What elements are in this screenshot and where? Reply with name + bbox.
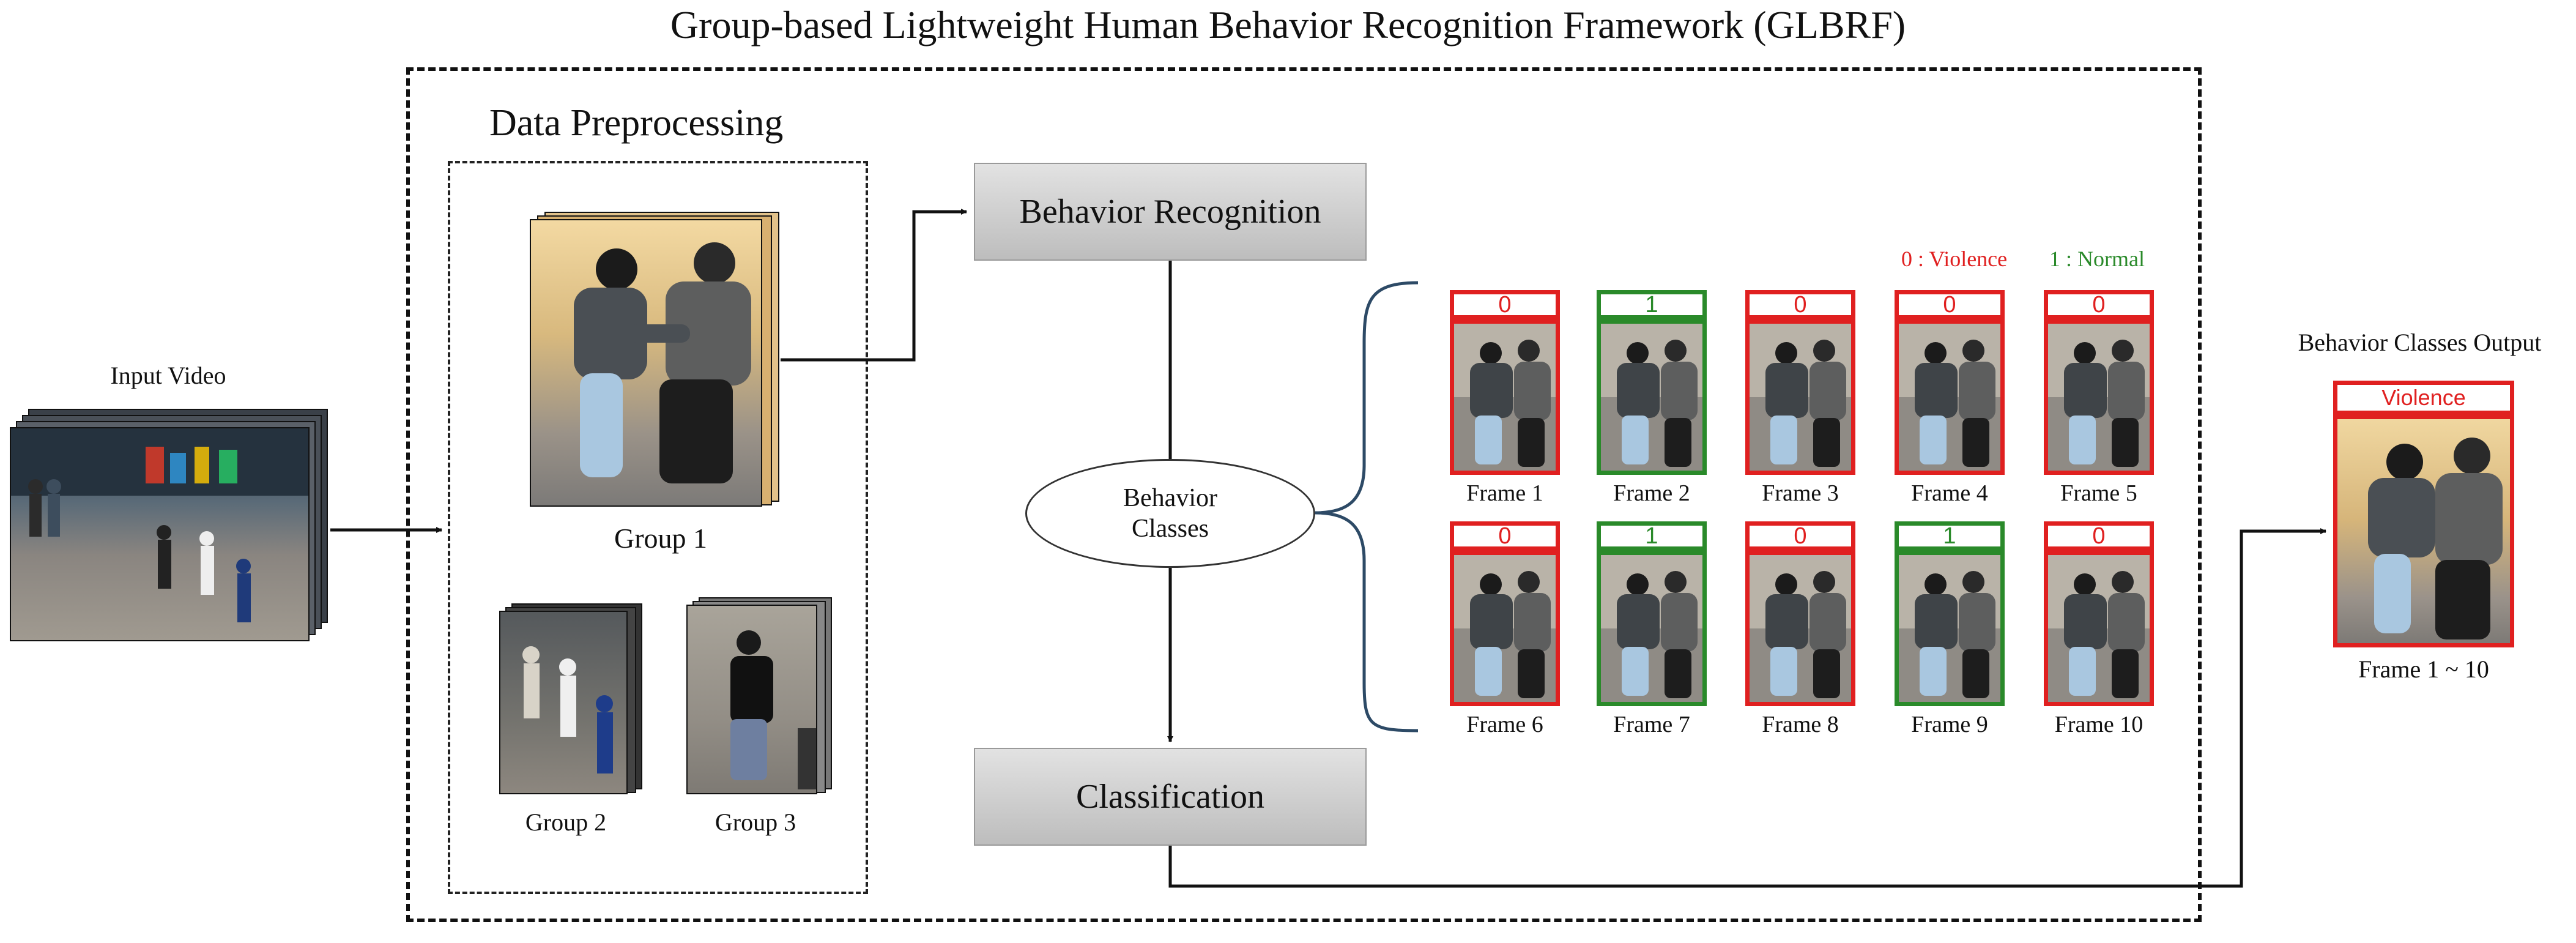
frame-image (1597, 319, 1707, 475)
frame-scene-image (1899, 555, 2000, 702)
frame-image (1895, 319, 2005, 475)
frame-image (1745, 551, 1855, 706)
frame-image (1895, 551, 2005, 706)
output-card: Violence (2333, 381, 2514, 647)
frame-caption: Frame 9 (1911, 712, 1988, 737)
frame-class-badge: 0 (1745, 521, 1855, 551)
group-1-image (530, 219, 762, 507)
frame-class-badge: 1 (1597, 521, 1707, 551)
frame-caption: Frame 2 (1613, 480, 1690, 506)
frame-caption: Frame 3 (1762, 480, 1839, 506)
group-1-label: Group 1 (614, 523, 708, 554)
frame-scene-image (1899, 324, 2000, 471)
frame-scene-image (2048, 555, 2150, 702)
frame-scene-image (1454, 324, 1556, 471)
frame-scene-image (1454, 555, 1556, 702)
frame-scene-image (1750, 555, 1851, 702)
input-video-stack (10, 409, 330, 643)
frame-class-badge: 0 (1895, 290, 2005, 319)
preprocessing-boundary (448, 161, 868, 894)
frame-image (1597, 551, 1707, 706)
legend-violence: 0 : Violence (1901, 247, 2008, 271)
output-image (2333, 415, 2514, 647)
street-scene-image (11, 428, 308, 622)
frame-caption: Frame 1 (1466, 480, 1543, 506)
preprocessing-title: Data Preprocessing (489, 102, 784, 144)
behavior-recognition-box: Behavior Recognition (974, 163, 1367, 261)
arrow-classification-to-output (1168, 528, 2326, 888)
input-video-label: Input Video (110, 362, 226, 389)
behavior-classes-node: Behavior Classes (1025, 459, 1315, 568)
frame-image (2044, 319, 2154, 475)
input-video-frame (10, 427, 310, 641)
frame-scene-image (1750, 324, 1851, 471)
group-3-label: Group 3 (715, 808, 796, 836)
classes-brace (1315, 281, 1419, 732)
behavior-classes-line-2: Classes (1131, 515, 1209, 543)
group-3-image (686, 605, 817, 794)
frame-scene-image (1601, 555, 1702, 702)
output-badge: Violence (2333, 381, 2514, 415)
frame-caption: Frame 5 (2060, 480, 2137, 506)
output-caption: Frame 1 ~ 10 (2358, 655, 2489, 683)
legend-normal: 1 : Normal (2049, 247, 2145, 271)
walking-person-image (730, 630, 816, 789)
group-2-image (499, 611, 628, 794)
frame-class-badge: 1 (1895, 521, 2005, 551)
fighting-people-image (574, 242, 751, 483)
frame-image (1450, 319, 1560, 475)
walking-people-image (522, 646, 613, 773)
frame-class-badge: 0 (1450, 521, 1560, 551)
frame-caption: Frame 4 (1911, 480, 1988, 506)
group-3-stack (686, 597, 832, 799)
group-1-stack (530, 212, 781, 507)
fighting-people-image (2368, 438, 2503, 639)
group-2-label: Group 2 (525, 808, 607, 836)
frame-class-badge: 0 (1450, 290, 1560, 319)
frame-scene-image (2048, 324, 2150, 471)
frame-image (2044, 551, 2154, 706)
frame-image (1745, 319, 1855, 475)
output-title: Behavior Classes Output (2298, 329, 2542, 356)
frame-caption: Frame 7 (1613, 712, 1690, 737)
frame-scene-image (1601, 324, 1702, 471)
classification-box: Classification (974, 748, 1367, 846)
arrow-group-to-recognition (781, 209, 967, 362)
frame-caption: Frame 6 (1466, 712, 1543, 737)
group-2-stack (499, 603, 642, 799)
framework-boundary (406, 67, 2202, 922)
behavior-classes-line-1: Behavior (1123, 483, 1217, 512)
frame-caption: Frame 8 (1762, 712, 1839, 737)
diagram-title: Group-based Lightweight Human Behavior R… (670, 3, 1906, 47)
frame-class-badge: 1 (1597, 290, 1707, 319)
frame-image (1450, 551, 1560, 706)
frame-class-badge: 0 (2044, 521, 2154, 551)
frame-class-badge: 0 (1745, 290, 1855, 319)
frame-caption: Frame 10 (2054, 712, 2144, 737)
frame-class-badge: 0 (2044, 290, 2154, 319)
